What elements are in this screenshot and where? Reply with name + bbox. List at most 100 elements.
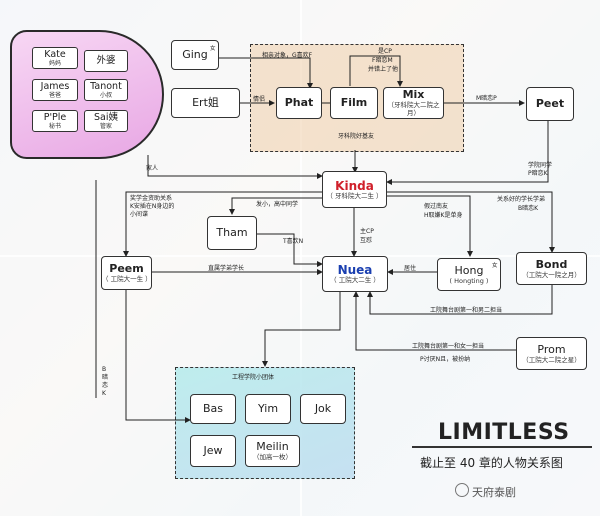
- node-ert: Ert姐: [171, 88, 240, 118]
- node-bond: Bond （工院大一院之月）: [516, 252, 587, 285]
- node-name: Phat: [284, 96, 314, 109]
- label-group-title: 工程学院小团体: [232, 374, 275, 381]
- panel-divider-horizontal: [0, 255, 600, 257]
- label-peem-bas-3: 恋: [102, 382, 109, 389]
- node-name: Peet: [535, 97, 565, 110]
- node-mix: Mix （牙科院大二院之月）: [383, 87, 444, 119]
- member-role: 小叔: [99, 91, 112, 99]
- label-peet-kinda-1: 学院同学: [528, 162, 553, 169]
- family-member-pple: P'Ple 秘书: [32, 110, 78, 132]
- label-film-mix-1: 是CP: [378, 48, 392, 55]
- label-prom-nuea-2: P讨厌N且，被扮纳: [420, 356, 471, 363]
- node-name: Nuea: [337, 263, 373, 277]
- label-tham-kinda: 发小，高中同学: [256, 201, 299, 208]
- node-subtitle: （ 牙科院大二生 ）: [326, 191, 383, 200]
- node-subtitle: （ 工院大二生 ）: [330, 276, 380, 284]
- member-role: 妈妈: [48, 59, 61, 67]
- member-name: Sai姨: [94, 111, 118, 123]
- member-name: Tanont: [90, 80, 122, 92]
- node-name: Kinda: [335, 178, 374, 193]
- node-subtitle: ( Hongting ): [449, 276, 489, 285]
- node-peet: Peet: [526, 87, 574, 121]
- label-film-mix-2: F暗恋M: [372, 57, 393, 64]
- node-bas: Bas: [190, 394, 236, 424]
- node-name: Meilin: [256, 440, 289, 453]
- family-member-grandma: 外婆: [84, 50, 128, 72]
- node-subtitle: （牙科院大二院之月）: [387, 101, 440, 117]
- label-peem-kinda-2: K安插在N身边的: [130, 203, 175, 210]
- label-bond-kinda-1: 关系好的学长学弟: [497, 196, 546, 203]
- node-name: Tham: [216, 226, 248, 239]
- node-nuea: Nuea （ 工院大二生 ）: [322, 256, 388, 292]
- label-warm-group: 牙科院好基友: [338, 133, 375, 140]
- node-subtitle: （加高一枚）: [253, 453, 292, 461]
- node-name: Ert姐: [192, 96, 219, 109]
- node-name: Hong: [454, 263, 484, 277]
- wechat-icon: [455, 483, 469, 497]
- diagram-title: LIMITLESS: [438, 420, 570, 445]
- label-ert-phat: 情侣: [253, 96, 266, 103]
- member-name: Kate: [44, 48, 66, 60]
- node-name: Mix: [402, 88, 425, 101]
- label-ging-phat: 相亲对象，G喜欢F: [262, 52, 313, 59]
- member-name: P'Ple: [43, 111, 67, 123]
- node-name: Bas: [202, 402, 224, 415]
- node-jew: Jew: [190, 435, 236, 467]
- node-subtitle: （工院大一院之月）: [522, 270, 581, 279]
- panel-divider-vertical: [300, 0, 302, 516]
- label-peem-kinda-1: 奖学金资助关系: [130, 195, 173, 202]
- label-hong-kinda-1: 假过南友: [424, 203, 449, 210]
- node-tham: Tham: [207, 216, 257, 250]
- label-prom-nuea-1: 工院舞台剧第一和女一担当: [412, 343, 485, 350]
- member-name: 外婆: [96, 55, 116, 66]
- family-member-james: James 爸爸: [32, 79, 78, 101]
- node-name: Prom: [537, 342, 566, 356]
- node-phat: Phat: [276, 87, 322, 119]
- label-mix-peet: M暗恋P: [476, 95, 497, 102]
- label-peem-bas-4: K: [102, 390, 106, 397]
- node-name: Yim: [257, 402, 279, 415]
- label-kinda-nuea: 主CP: [360, 228, 374, 235]
- title-divider: [412, 446, 592, 448]
- node-ging: Ging: [171, 40, 219, 70]
- gender-tag-hong: 女: [492, 263, 498, 269]
- node-jok: Jok: [300, 394, 346, 424]
- label-bond-nuea: 工院舞台剧第一和男二担当: [430, 307, 503, 314]
- member-role: 秘书: [48, 122, 61, 130]
- node-peem: Peem （ 工院大一生 ）: [101, 256, 152, 290]
- member-role: 管家: [99, 122, 112, 130]
- node-subtitle: （工院大二院之星）: [522, 355, 581, 364]
- family-member-sai: Sai姨 管家: [84, 110, 128, 132]
- family-member-kate: Kate 妈妈: [32, 47, 78, 69]
- label-peem-kinda-3: 小间谍: [130, 211, 149, 218]
- node-subtitle: （ 工院大一生 ）: [102, 275, 152, 283]
- member-name: James: [40, 80, 70, 92]
- node-name: Film: [340, 96, 368, 109]
- gender-tag-ging: 女: [210, 46, 216, 52]
- label-hong-nuea: 居住: [404, 265, 417, 272]
- node-name: Jew: [203, 444, 223, 457]
- label-bond-kinda-2: B暗恋K: [518, 205, 539, 212]
- node-kinda: Kinda （ 牙科院大二生 ）: [322, 171, 387, 208]
- node-prom: Prom （工院大二院之星）: [516, 337, 587, 370]
- node-name: Ging: [182, 48, 208, 61]
- label-kinda-nuea-2: 互怼: [360, 237, 373, 244]
- node-hong: Hong ( Hongting ): [437, 258, 501, 291]
- node-meilin: Meilin （加高一枚）: [245, 435, 300, 467]
- node-name: Bond: [535, 257, 568, 271]
- node-yim: Yim: [245, 394, 291, 424]
- node-name: Peem: [109, 262, 144, 275]
- family-member-tanont: Tanont 小叔: [84, 79, 128, 101]
- diagram-subtitle: 截止至 40 章的人物关系图: [420, 456, 563, 470]
- node-film: Film: [330, 87, 378, 119]
- watermark-text: 天府泰剧: [472, 486, 516, 499]
- label-tham-nuea: T喜欢N: [283, 238, 304, 245]
- label-hong-kinda-2: H取嫌K是单身: [424, 212, 463, 219]
- label-peet-kinda-2: P暗恋K: [528, 170, 548, 177]
- member-role: 爸爸: [48, 91, 61, 99]
- label-film-mix-3: 并错上了他: [368, 66, 399, 73]
- label-peem-nuea: 直属学弟学长: [208, 265, 245, 272]
- label-peem-bas-1: B: [102, 366, 107, 373]
